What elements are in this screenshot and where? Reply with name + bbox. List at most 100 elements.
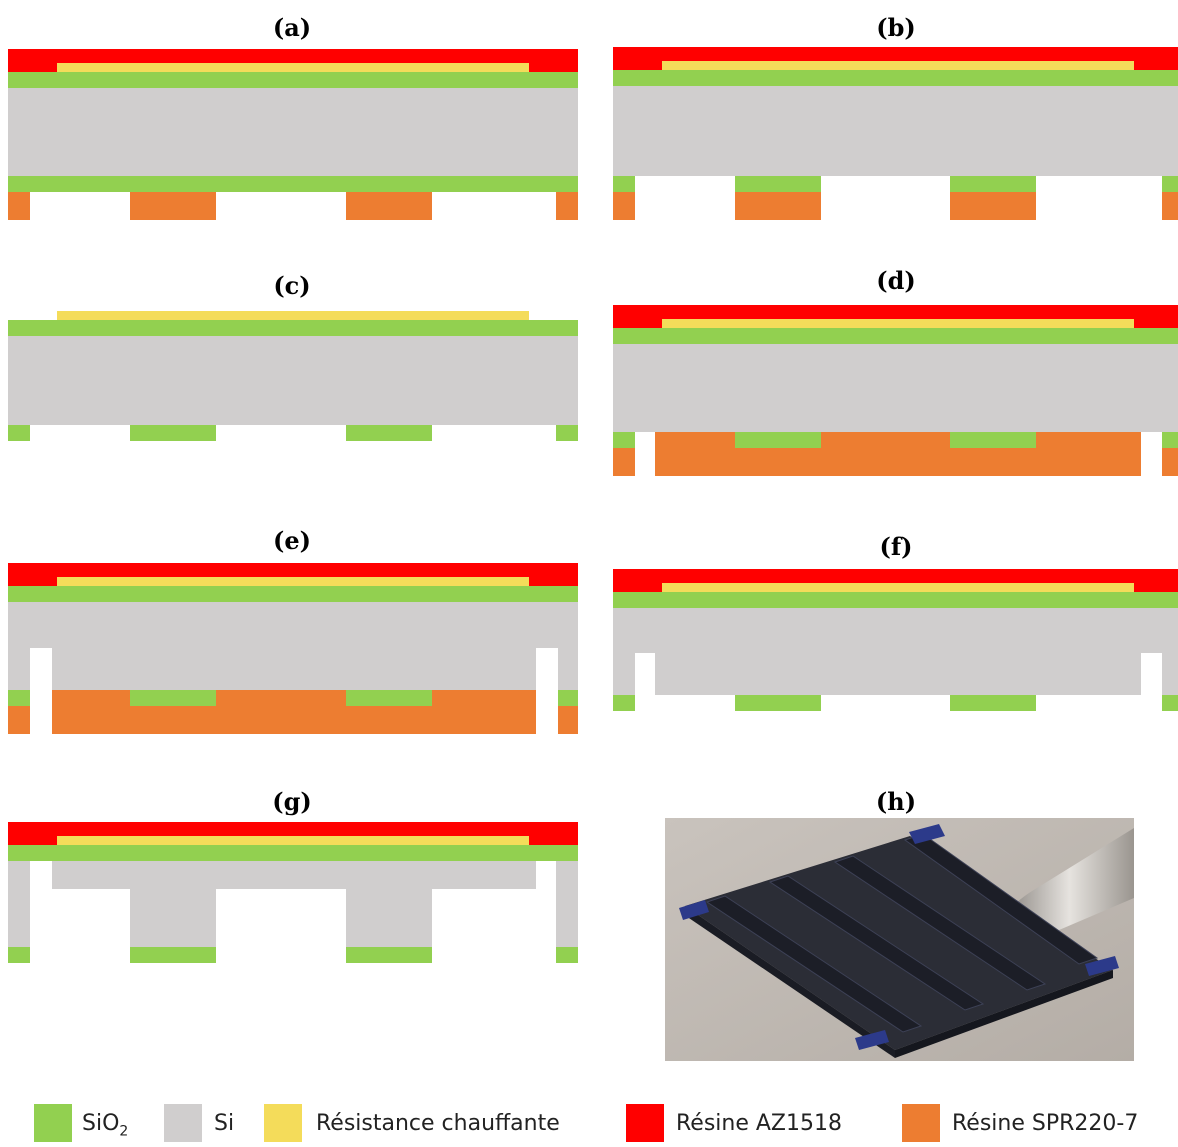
process-cross-sections (8, 47, 1178, 963)
legend-label-heater: Résistance chauffante (316, 1111, 560, 1136)
spr220-pattern (950, 192, 1036, 220)
etched-trench (1141, 653, 1162, 695)
sio2-pattern (130, 947, 216, 963)
si-fin (130, 889, 216, 947)
panel-label-h: (h) (875, 787, 917, 816)
spr220-pattern (735, 192, 821, 220)
legend-swatch-sio2 (34, 1104, 72, 1142)
heater-layer (662, 583, 1134, 592)
step-g-cross-section (8, 822, 578, 963)
panel-label-g: (g) (272, 787, 312, 816)
si-substrate (613, 344, 1178, 432)
spr220-pattern (346, 192, 432, 220)
sio2-pattern (950, 176, 1036, 192)
spr220-pattern (1162, 448, 1178, 476)
sio2-top (8, 845, 578, 861)
si-substrate (8, 336, 578, 425)
si-substrate (613, 608, 1178, 695)
bracket (909, 824, 945, 844)
sio2-top (8, 586, 578, 602)
sio2-pattern (130, 690, 216, 706)
spr220-layer (52, 690, 536, 734)
ridge (833, 855, 1047, 991)
spr220-pattern (558, 706, 578, 734)
sio2-pattern (130, 425, 216, 441)
si-side-wall (8, 861, 30, 947)
si-fin (346, 889, 432, 947)
spr220-layer (655, 432, 1141, 476)
spr220-pattern (613, 192, 635, 220)
sio2-pattern (346, 947, 432, 963)
si-side-wall (556, 861, 578, 947)
sio2-top (8, 72, 578, 88)
panel-label-b: (b) (876, 13, 916, 42)
step-f-cross-section (613, 569, 1178, 711)
legend-swatch-az1518 (626, 1104, 664, 1142)
sio2-pattern (735, 432, 821, 448)
chip-edge (683, 906, 895, 1058)
panel-label-c: (c) (273, 271, 311, 300)
legend-swatch-si (164, 1104, 202, 1142)
panel-label-a: (a) (272, 13, 312, 42)
panel-label-d: (d) (876, 266, 916, 295)
sio2-pattern (556, 425, 578, 441)
sio2-pattern (8, 425, 30, 441)
sio2-pattern (1162, 695, 1178, 711)
panel-label-e: (e) (273, 526, 311, 555)
sio2-pattern (613, 176, 635, 192)
step-e-cross-section (8, 563, 578, 734)
heater-layer (57, 577, 529, 586)
sio2-top (8, 320, 578, 336)
chip-ridges (705, 833, 1099, 1033)
legend-label-si: Si (214, 1111, 235, 1136)
heater-layer (57, 311, 529, 320)
ridge (705, 895, 923, 1033)
sio2-pattern (1162, 432, 1178, 448)
heater-layer (57, 836, 529, 845)
bracket (679, 900, 709, 920)
spr220-pattern (8, 706, 30, 734)
legend-label-spr220: Résine SPR220-7 (952, 1111, 1139, 1136)
spr220-pattern (613, 448, 635, 476)
sio2-pattern (735, 176, 821, 192)
legend-label-sio2: SiO2 (82, 1111, 129, 1140)
step-d-cross-section (613, 305, 1178, 476)
si-substrate (8, 88, 578, 176)
sio2-bottom (8, 176, 578, 192)
bracket (1085, 956, 1119, 976)
step-b-cross-section (613, 47, 1178, 220)
heater-layer (57, 63, 529, 72)
legend-label-az1518: Résine AZ1518 (676, 1111, 842, 1136)
etched-trench (635, 653, 655, 695)
heater-layer (662, 319, 1134, 328)
sio2-top (613, 328, 1178, 344)
si-substrate (613, 86, 1178, 176)
legend-swatch-spr220 (902, 1104, 940, 1142)
sio2-pattern (8, 690, 30, 706)
legend-swatch-heater (264, 1104, 302, 1142)
spr220-pattern (556, 192, 578, 220)
bracket (855, 1030, 889, 1050)
sio2-top (613, 70, 1178, 86)
etched-trench (30, 648, 52, 734)
heater-layer (662, 61, 1134, 70)
spr220-pattern (8, 192, 30, 220)
sio2-pattern (558, 690, 578, 706)
sio2-pattern (8, 947, 30, 963)
sio2-pattern (1162, 176, 1178, 192)
sio2-pattern (613, 432, 635, 448)
sio2-pattern (950, 432, 1036, 448)
chip-edge (895, 970, 1113, 1058)
sio2-pattern (346, 425, 432, 441)
si-substrate (8, 602, 578, 690)
etched-trench (536, 648, 558, 734)
sio2-pattern (950, 695, 1036, 711)
sio2-pattern (556, 947, 578, 963)
spr220-pattern (130, 192, 216, 220)
sio2-top (613, 592, 1178, 608)
ridge (768, 875, 985, 1011)
sio2-pattern (346, 690, 432, 706)
si-membrane (52, 861, 536, 889)
sio2-pattern (613, 695, 635, 711)
panel-label-f: (f) (879, 532, 913, 561)
